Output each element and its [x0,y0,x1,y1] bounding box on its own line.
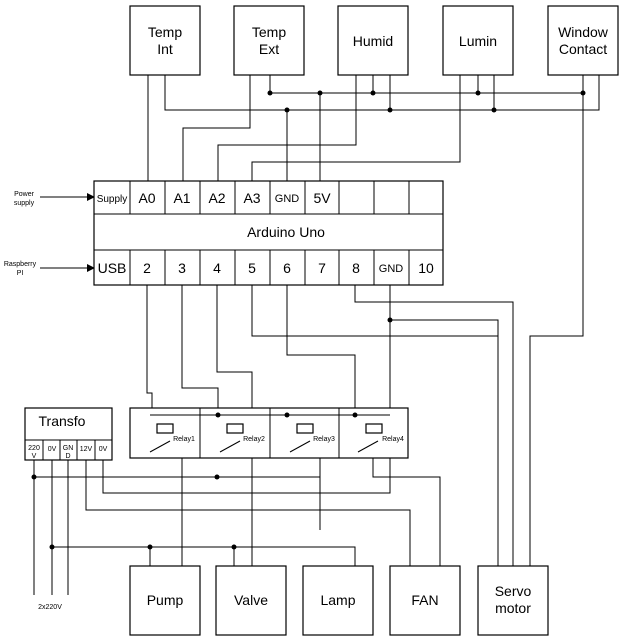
arduino-name: Arduino Uno [247,224,325,240]
pin-gnd-top: GND [275,193,300,205]
pin-4: 4 [213,260,221,276]
transfo-pin-12v: 12V [80,446,93,453]
actuator-servo-motor: Servo motor [477,565,549,636]
pin-a2: A2 [208,190,225,206]
sensor-temp-ext: Temp Ext [233,5,305,76]
raspberry-label-1: Raspberry [4,261,37,268]
sensor-temp-int-line2: Int [157,41,173,57]
power-supply-label-2: supply [14,200,35,207]
actuator-lamp-label: Lamp [320,592,355,608]
pin-7: 7 [318,260,326,276]
actuator-servo-line1: Servo [495,583,532,599]
sensor-lumin-label: Lumin [459,33,497,49]
relay-3-label: Relay3 [313,436,335,443]
pin-3: 3 [178,260,186,276]
relay-2-label: Relay2 [243,436,265,443]
sensor-window-line2: Contact [559,41,607,57]
pin-a0: A0 [138,190,155,206]
pin-2: 2 [143,260,151,276]
transfo-pin-220: 220 [28,445,40,452]
sensor-temp-int: Temp Int [129,5,201,76]
transfo-block: Transfo 220 V 0V GN D 12V 0V [24,407,113,461]
relay-1-label: Relay1 [173,436,195,443]
actuator-pump: Pump [129,565,201,636]
sensor-lumin: Lumin [442,5,514,76]
actuator-servo-line2: motor [495,600,531,616]
transfo-pin-gnd: GN [63,445,74,452]
transfo-pin-gnd-2: D [65,453,70,460]
transfo-pin-220-unit: V [32,453,37,460]
sensor-humid: Humid [337,5,409,76]
sensor-temp-ext-line1: Temp [252,24,286,40]
pin-10: 10 [418,260,434,276]
sensor-window-contact: Window Contact [547,5,619,76]
wires [33,75,600,595]
arduino-board: Supply A0 A1 A2 A3 GND 5V Arduino Uno US… [93,180,444,286]
pin-supply: Supply [97,194,128,205]
transfo-pin-0v-b: 0V [99,446,108,453]
actuator-fan-label: FAN [411,592,438,608]
sensor-window-line1: Window [558,24,609,40]
pin-8: 8 [352,260,360,276]
sensor-humid-label: Humid [353,33,393,49]
transfo-pin-0v-a: 0V [48,446,57,453]
pin-a3: A3 [243,190,260,206]
actuator-pump-label: Pump [147,592,184,608]
actuator-fan: FAN [389,565,461,636]
pin-usb: USB [98,260,127,276]
raspberry-label-2: PI [17,270,24,277]
transfo-title: Transfo [39,413,86,429]
pin-5v: 5V [313,190,331,206]
pin-5: 5 [248,260,256,276]
actuator-valve: Valve [215,565,287,636]
pin-a1: A1 [173,190,190,206]
relay-4-label: Relay4 [382,436,404,443]
sensor-temp-int-line1: Temp [148,24,182,40]
pin-6: 6 [283,260,291,276]
sensor-temp-ext-line2: Ext [259,41,279,57]
junction-dots [31,90,586,550]
mains-label: 2x220V [38,604,62,611]
actuator-valve-label: Valve [234,592,268,608]
actuator-lamp: Lamp [302,565,374,636]
relay-board: Relay1 Relay2 Relay3 Relay4 [129,407,409,459]
power-supply-label-1: Power [14,191,35,198]
pin-gnd-bottom: GND [379,263,404,275]
